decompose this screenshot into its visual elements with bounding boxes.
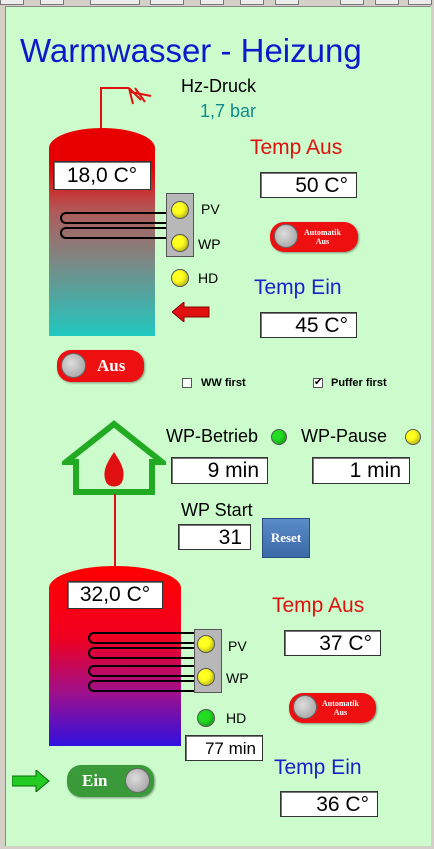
- wp-start-label: WP Start: [181, 500, 253, 520]
- pv-indicator-bottom: [197, 635, 215, 653]
- toggle-knob: [125, 768, 150, 793]
- toolbar-button[interactable]: [340, 0, 364, 5]
- toggle-knob: [293, 695, 317, 719]
- puffer-first-label: Puffer first: [331, 377, 387, 389]
- automatic-toggle-top[interactable]: Automatik Aus: [270, 222, 358, 252]
- toolbar-button[interactable]: [40, 0, 64, 5]
- temp-out-label-top: Temp Aus: [250, 136, 343, 159]
- flame-icon: [104, 452, 124, 487]
- wp-pause-value: 1 min: [312, 457, 410, 484]
- hd-indicator-bottom: [197, 709, 215, 727]
- toolbar-button[interactable]: [200, 0, 224, 5]
- toolbar-button[interactable]: [375, 0, 399, 5]
- inflow-arrow-icon: [172, 302, 210, 322]
- temp-in-label-top: Temp Ein: [254, 276, 342, 299]
- toolbar-button[interactable]: [150, 0, 184, 5]
- hd-indicator-top: [171, 269, 189, 287]
- boiler-top-temperature: 18,0 C°: [53, 161, 151, 190]
- puffer-first-checkbox[interactable]: ✔: [313, 377, 323, 388]
- window-top-toolbar: [0, 0, 434, 6]
- wp-run-value: 9 min: [171, 457, 268, 484]
- hd-runtime-value: 77 min: [185, 735, 263, 761]
- toolbar-button[interactable]: [0, 0, 24, 5]
- coil-wp-top: [60, 227, 168, 239]
- coil-wp-bottom-2: [88, 680, 198, 692]
- wp-indicator-bottom: [197, 668, 215, 686]
- wp-indicator-top: [171, 234, 189, 252]
- temp-out-value-top: 50 C°: [260, 172, 357, 198]
- temp-in-value-bottom: 36 C°: [280, 791, 378, 817]
- heatpump-house-icon: [62, 420, 166, 495]
- toggle-knob: [61, 353, 86, 378]
- temp-in-label-bottom: Temp Ein: [274, 756, 362, 779]
- boiler-top-power-toggle-label: Aus: [97, 356, 126, 375]
- wp-pause-indicator: [405, 429, 421, 445]
- pressure-label: Hz-Druck: [181, 76, 256, 96]
- reset-button[interactable]: Reset: [262, 518, 310, 558]
- coil-pv-top: [60, 212, 168, 224]
- coil-wp-bottom-1: [88, 665, 198, 677]
- boiler-bottom-power-toggle-label: Ein: [82, 771, 108, 790]
- toolbar-button[interactable]: [408, 0, 432, 5]
- wp-label-bottom: WP: [226, 670, 249, 686]
- coil-pv-bottom-1: [88, 632, 198, 644]
- ww-first-checkbox[interactable]: [182, 378, 192, 388]
- automatic-toggle-label-bottom: Automatik Aus: [322, 699, 359, 717]
- temp-out-label-bottom: Temp Aus: [272, 594, 365, 617]
- relief-valve-pipe: [100, 87, 152, 130]
- wp-run-indicator: [271, 429, 287, 445]
- wp-pause-label: WP-Pause: [301, 426, 388, 446]
- boiler-bottom-power-toggle[interactable]: Ein: [67, 765, 154, 797]
- pv-label-top: PV: [201, 201, 220, 217]
- coil-pv-bottom-2: [88, 647, 198, 659]
- pv-indicator-top: [171, 201, 189, 219]
- pv-label-bottom: PV: [228, 638, 247, 654]
- toolbar-button[interactable]: [90, 0, 140, 5]
- hd-label-bottom: HD: [226, 710, 247, 726]
- wp-label-top: WP: [198, 236, 221, 252]
- ww-first-label: WW first: [201, 377, 246, 389]
- wp-start-value: 31: [178, 524, 251, 550]
- temp-out-value-bottom: 37 C°: [284, 630, 381, 656]
- boiler-bottom-temperature: 32,0 C°: [67, 581, 163, 609]
- toggle-knob: [274, 224, 298, 248]
- page-title: Warmwasser - Heizung: [20, 32, 362, 69]
- hd-label-top: HD: [198, 270, 219, 286]
- pressure-value: 1,7 bar: [200, 101, 257, 121]
- automatic-toggle-bottom[interactable]: Automatik Aus: [289, 693, 376, 723]
- boiler-top-power-toggle[interactable]: Aus: [57, 350, 144, 382]
- automatic-toggle-label-top: Automatik Aus: [304, 228, 341, 246]
- outflow-arrow-icon: [12, 770, 50, 792]
- wp-run-label: WP-Betrieb: [166, 426, 259, 446]
- toolbar-button[interactable]: [275, 0, 299, 5]
- temp-in-value-top: 45 C°: [260, 312, 357, 338]
- toolbar-button[interactable]: [240, 0, 264, 5]
- connection-pipe: [114, 494, 116, 578]
